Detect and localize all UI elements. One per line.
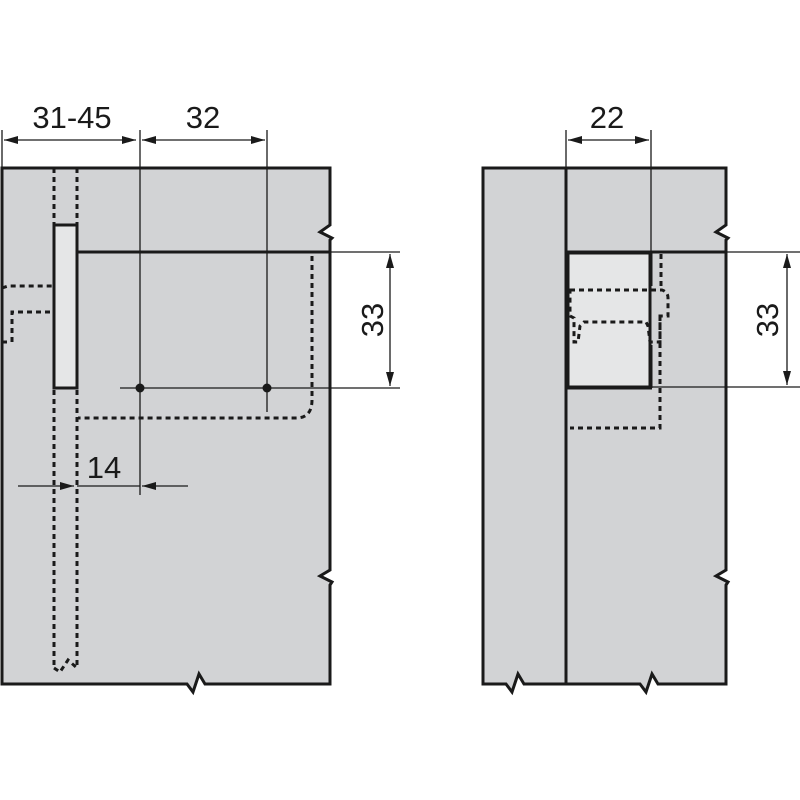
hidden-clip-outline (568, 288, 670, 344)
dim-33-left: 33 (355, 303, 390, 337)
dim-31-45: 31-45 (32, 100, 111, 135)
mounting-plate-edge (52, 223, 79, 390)
right-cabinet-panel (564, 166, 731, 696)
hidden-rail (52, 168, 79, 675)
mounting-plate-face (566, 251, 652, 389)
dim-32: 32 (186, 100, 220, 135)
dim-22: 22 (590, 100, 624, 135)
hidden-arm-outline (78, 256, 314, 420)
right-view: 22 33 (481, 100, 800, 696)
hole-marker-2 (262, 383, 272, 393)
left-panel (0, 166, 335, 696)
left-view: 31-45 32 33 14 (0, 100, 400, 696)
right-side-panel (481, 166, 568, 696)
dim-33-right: 33 (750, 303, 785, 337)
hole-marker-1 (135, 383, 145, 393)
dim-14: 14 (87, 450, 121, 485)
